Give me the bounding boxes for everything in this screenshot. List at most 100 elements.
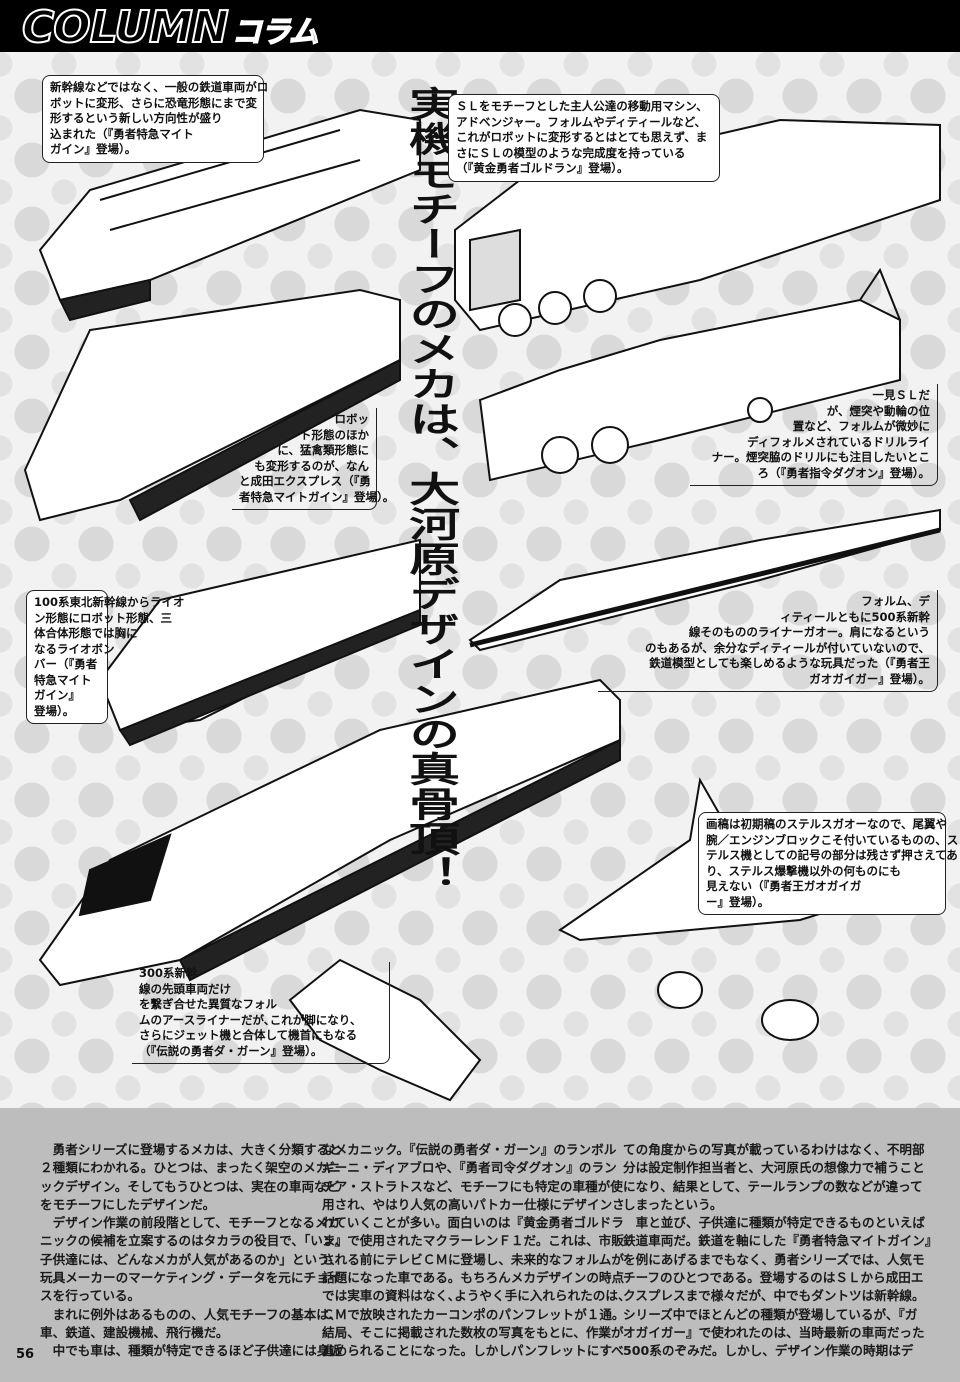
text-line: なメカニック。『伝説の勇者ダ・ガーン』のランボル [322, 1142, 617, 1157]
text-line: ボットに変形、さらに恐竜形態にまで変 [50, 95, 257, 110]
text-line: さらにジェット機と合体して機首にもなる [139, 1028, 358, 1042]
text-line: 勇者シリーズに登場するメカは、大きく分類すると [40, 1142, 342, 1157]
text-line: では実車の資料はなく､ようやく手に入れられたのは、 [322, 1288, 631, 1304]
text-line: 線の先頭車両だけ [139, 981, 231, 996]
text-line: り、ステルス爆撃機以外の何ものにも [706, 863, 902, 878]
text-line: される前にテレビＣＭに登場し、未来的なフォルムが [322, 1251, 624, 1267]
text-line: ての角度からの写真が載っているわけはなく、不明部 [623, 1142, 925, 1157]
text-line: 形するという新しい方向性が盛り [50, 111, 223, 125]
text-line: 見えない（『勇者王ガオガイガ [706, 879, 862, 893]
text-line: ナー。煙突脇のドリルにも注目したいとこ [711, 450, 930, 464]
earth-liner-illustration [288, 958, 482, 1102]
mecha-illustrations [23, 108, 941, 1102]
text-line: チア・ストラトスなど、モチーフにも特定の車種が使 [322, 1178, 623, 1194]
text-line: ニックの候補を立案するのはタカラの役目で、「いま、 [40, 1233, 348, 1249]
text-line: しまったという。 [623, 1196, 723, 1212]
text-line: スを行っている。 [40, 1288, 141, 1304]
text-line: ＳＬをモチーフとした主人公達の移動用マシン、 [456, 99, 708, 113]
text-line: ト形態のほか [300, 427, 369, 442]
text-line: ギーニ・ディアブロや、『勇者司令ダグオン』のラン [322, 1160, 617, 1176]
text-line: 500系のぞみだ。しかし、デザイン作業の時期はデ [623, 1343, 914, 1359]
text-line: 一見ＳＬだ [872, 388, 931, 402]
text-line: と成田エクスプレス（『勇 [239, 474, 371, 488]
text-line: ン』で使用されたマクラーレンＦ１だ。これは、市販 [322, 1233, 624, 1249]
text-line: ろ（『勇者指令ダグオン』登場）。 [757, 465, 931, 480]
text-line: を繋ぎ合せた異質なフォル [139, 997, 277, 1011]
text-line: ン形態にロボット形態、三 [34, 610, 172, 625]
text-line: 特急マイト [34, 672, 92, 687]
mightgaine-express-illustration [38, 108, 421, 322]
text-line: （『黄金勇者ゴルドラン』登場）。 [456, 161, 629, 175]
text-line: 線そのもののライナーガオー。肩になるという [688, 625, 930, 639]
text-line: さにＳＬの模型のような完成度を持っている [456, 145, 686, 160]
text-line: ックデザイン。そしてもうひとつは、実在の車両など [40, 1178, 340, 1194]
text-line: のもあるが、余分なディティールが付いていないので、 [645, 640, 930, 655]
text-line: になり、結果として、テールランプの数などが違って [623, 1178, 923, 1194]
text-line: をモチーフにしたデザインだ。 [40, 1196, 216, 1212]
text-line: 100系東北新幹線からライオ [34, 595, 185, 609]
text-line: ムのアースライナーだが､これが脚になり､ [139, 1012, 357, 1027]
text-line: 新幹線などではなく、一般の鉄道車両がロ [50, 80, 269, 94]
text-line: 腕／エンジンブロックこそ付いているものの、ス [706, 832, 959, 847]
text-line: 中でも車は、種類が特定できるほど子供達には身近 [40, 1343, 342, 1359]
text-line: チーフのひとつである。登場するのはＳＬから成田エ [623, 1270, 924, 1286]
text-line: ディフォルメされているドリルライ [747, 434, 930, 449]
text-line: 登場）。 [34, 703, 75, 718]
body-column-3: ての角度からの写真が載っているわけはなく、不明部分は設定制作担当者と、大河原氏の… [623, 1141, 937, 1361]
caption-liner-gao: フォルム、ディティールともに500系新幹線そのもののライナーガオー。肩になるとい… [598, 590, 938, 692]
text-line: に、猛禽類形態に [277, 443, 369, 457]
text-line: も変形するのが、なん [254, 458, 369, 473]
text-line: クスプレスまで様々だが、中でもダントツは新幹線。 [623, 1288, 925, 1304]
text-line: 鉄道模型としても楽しめるような玩具だった（『勇者王 [649, 656, 930, 670]
text-line: 車、鉄道、建設機械、飛行機だ。 [40, 1324, 229, 1340]
text-line: デザイン作業の前段階として、モチーフとなるメカ [40, 1215, 341, 1231]
text-line: 車と並び、子供達に種類が特定できるものといえば [623, 1215, 925, 1231]
series300-illustration [38, 678, 621, 987]
text-line: ロボッ [334, 412, 370, 426]
text-line: なるライオボン [34, 641, 115, 656]
text-line: ２種類にわかれる。ひとつは、まったく架空のメカニ [40, 1160, 341, 1176]
text-line: れていくことが多い。面白いのは『黄金勇者ゴルドラ [322, 1215, 624, 1231]
text-line: オガイガー』で使われたのは、当時最新の車両だった [623, 1324, 925, 1340]
text-line: 画稿は初期稿のステルスガオーなので、尾翼や [706, 817, 948, 831]
caption-series100: 100系東北新幹線からライオン形態にロボット形態、三体合体形態では胸になるライオ… [26, 590, 185, 724]
body-text-area [0, 1108, 960, 1382]
text-line: 300系新幹 [139, 966, 198, 980]
text-line: 置など、フォルムが微妙に [792, 419, 930, 433]
caption-earth-liner: 300系新幹線の先頭車両だけを繋ぎ合せた異質なフォルムのアースライナーだが､これ… [132, 962, 390, 1064]
series100-illustration [98, 538, 421, 747]
column-headline: 実機モチーフのメカは、大河原デザインの真骨頂！ [400, 86, 459, 891]
text-line: まれに例外はあるものの、人気モチーフの基本は、 [40, 1306, 342, 1322]
text-line: 込まれた（『勇者特急マイト [50, 126, 194, 141]
text-line: 用され、やはり人気の高いパトカー仕様にデザインさ [322, 1196, 625, 1212]
text-line: アドベンジャー。フォルムやディティールなど、 [456, 114, 707, 129]
text-line: ガイン』 [34, 688, 80, 702]
text-line: バー（『勇者 [34, 657, 98, 671]
column-title: COLUMN [21, 1, 230, 54]
text-line: （『伝説の勇者ダ・ガーン』登場）。 [139, 1043, 323, 1058]
text-line: ィティールともに500系新幹 [780, 609, 930, 624]
text-line: 進められることになった。しかしパンフレットにすべ [322, 1343, 624, 1359]
text-line: 話題になった車である。もちろんメカデザインの時点 [322, 1270, 625, 1286]
text-line: 子供達には、どんなメカが人気があるのか」という、 [40, 1251, 343, 1267]
caption-dagwon-drill: 一見ＳＬだが、煙突や動輪の位置など、フォルムが微妙にディフォルメされているドリル… [690, 384, 938, 486]
text-line: 分は設定制作担当者と、大河原氏の想像力で補うこと [623, 1160, 925, 1176]
page-number: 56 [16, 1347, 35, 1362]
text-line: 者特急マイトガイン』登場）。 [239, 489, 395, 504]
text-line: ＣＭで放映されたカーコンポのパンフレットが１通。 [322, 1306, 625, 1322]
liner-gao-illustration [468, 508, 941, 652]
column-subtitle: コラム [231, 14, 320, 51]
text-line: を例にあげるまでもなく、勇者シリーズでは、人気モ [623, 1251, 925, 1267]
caption-stealth-gao: 画稿は初期稿のステルスガオーなので、尾翼や腕／エンジンブロックこそ付いているもの… [698, 812, 959, 915]
text-line: が、煙突や動輪の位 [826, 403, 930, 418]
narita-express-illustration [23, 288, 401, 522]
text-line: フォルム、デ [861, 594, 930, 608]
text-line: 鉄道車両だ。鉄道を軸にした『勇者特急マイトガイン』 [623, 1233, 938, 1249]
caption-narita-express: ロボット形態のほかに、猛禽類形態にも変形するのが、なんと成田エクスプレス（『勇者… [232, 408, 395, 510]
text-line: 玩具メーカーのマーケティング・データを元にチョイ [40, 1270, 342, 1286]
text-line: テルス機としての記号の部分は残さず押さえてあ [706, 848, 958, 862]
caption-mightgaine-express: 新幹線などではなく、一般の鉄道車両がロボットに変形、さらに恐竜形態にまで変形する… [42, 75, 269, 163]
body-column-2: なメカニック。『伝説の勇者ダ・ガーン』のランボルギーニ・ディアブロや、『勇者司令… [322, 1141, 631, 1361]
